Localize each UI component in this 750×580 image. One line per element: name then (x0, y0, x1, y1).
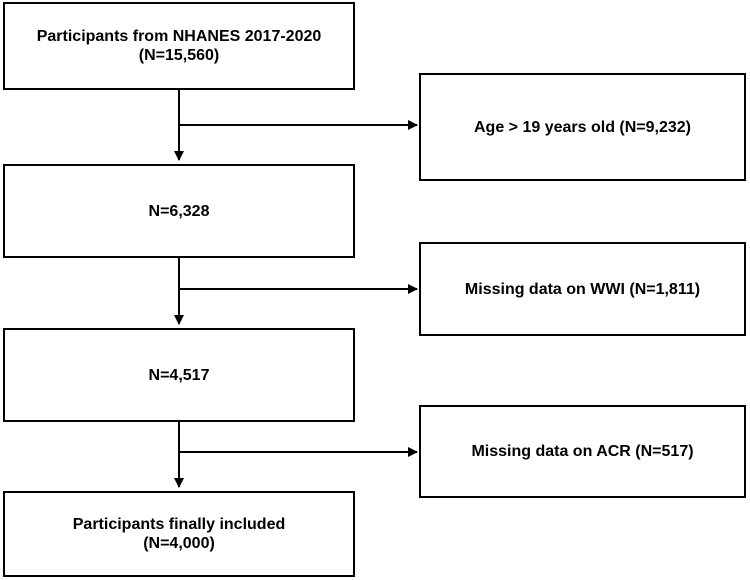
box-participants-included-count: (N=4,000) (143, 535, 215, 552)
box-n-4517-label: N=4,517 (148, 366, 210, 384)
box-exclusion-age: Age > 19 years old (N=9,232) (419, 73, 746, 181)
box-exclusion-acr-label: Missing data on ACR (N=517) (471, 443, 694, 460)
box-participants-nhanes-count: (N=15,560) (138, 47, 220, 64)
box-exclusion-age-label: Age > 19 years old (N=9,232) (474, 118, 691, 136)
box-n-4517: N=4,517 (3, 328, 355, 422)
box-n-6328-label: N=6,328 (148, 202, 210, 220)
box-n-6328: N=6,328 (3, 164, 355, 258)
box-participants-included: Participants finally included (N=4,000) (3, 491, 355, 577)
box-participants-included-title: Participants finally included (72, 516, 286, 533)
box-participants-nhanes: Participants from NHANES 2017-2020 (N=15… (3, 2, 355, 90)
box-exclusion-wwi: Missing data on WWI (N=1,811) (419, 242, 746, 336)
box-exclusion-acr: Missing data on ACR (N=517) (419, 405, 746, 498)
box-exclusion-wwi-label: Missing data on WWI (N=1,811) (464, 280, 701, 298)
box-participants-nhanes-title: Participants from NHANES 2017-2020 (36, 28, 322, 45)
